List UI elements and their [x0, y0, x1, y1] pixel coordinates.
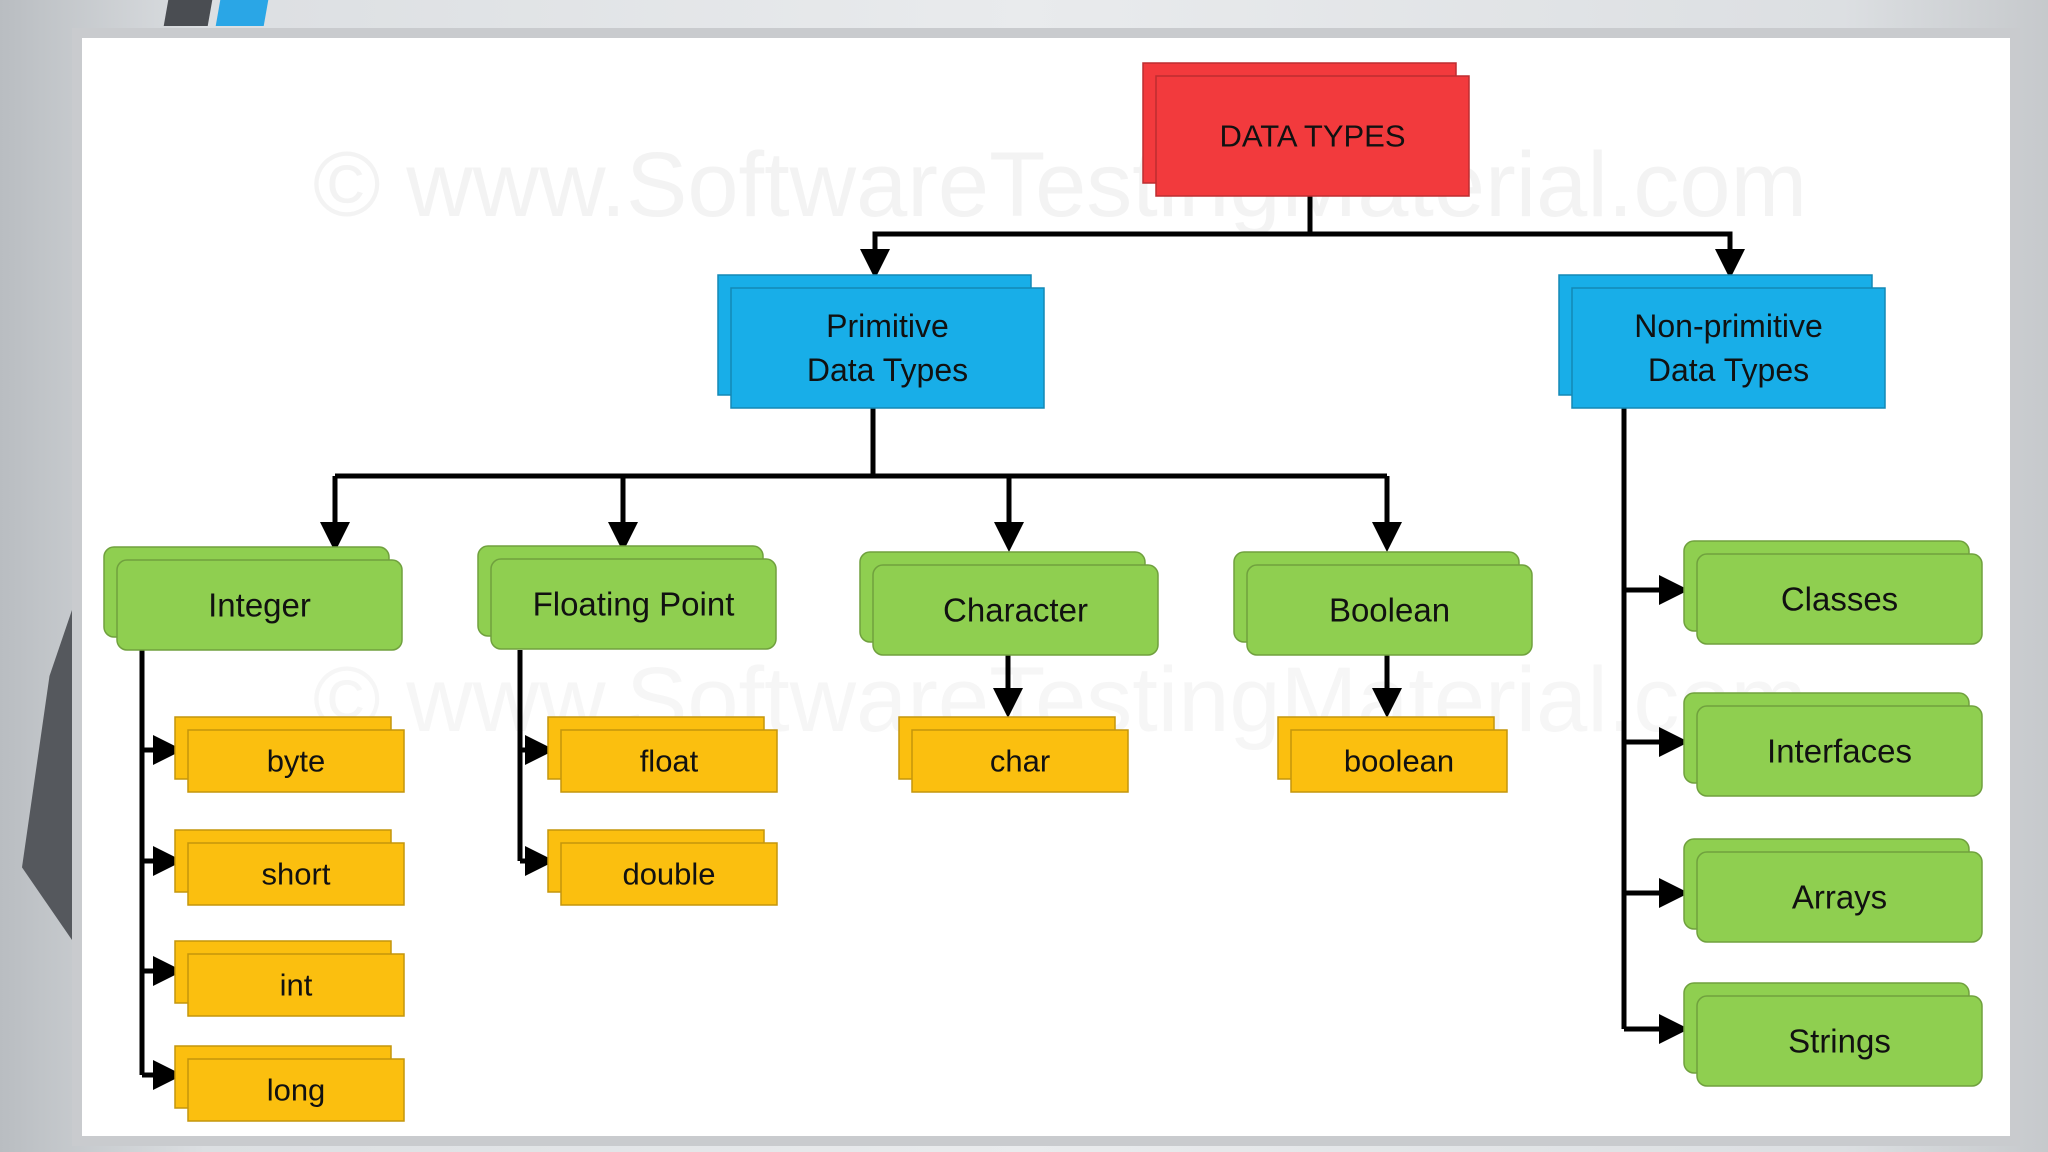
category-character-label: Character [943, 592, 1088, 629]
primitive-node-front-layer [730, 287, 1045, 409]
watermark-top: © www.SoftwareTestingMaterial.com [313, 134, 1807, 236]
leaf-int: int [174, 940, 405, 1017]
leaf-int-front-layer [187, 953, 405, 1017]
category-integer-front-layer [116, 559, 403, 651]
connector-root-to-primitive [860, 231, 1310, 280]
non-primitive-node-front-layer [1571, 287, 1886, 409]
leaf-byte: byte [174, 716, 405, 793]
leaf-double-front-layer [560, 842, 778, 906]
non-primitive-classes-label: Classes [1781, 581, 1898, 618]
non-primitive-classes: Classes [1683, 540, 1983, 645]
non-primitive-arrays-label: Arrays [1792, 879, 1887, 916]
non-primitive-interfaces-label: Interfaces [1767, 733, 1912, 770]
category-floating-point-front-layer [490, 558, 777, 650]
non-primitive-classes-front-layer [1696, 553, 1983, 645]
primitive-node-label-line1: Primitive [826, 308, 949, 344]
leaf-boolean-front-layer [1290, 729, 1508, 793]
root-node: DATA TYPES [1142, 62, 1470, 197]
category-integer: Integer [103, 546, 403, 651]
leaf-long: long [174, 1045, 405, 1122]
leaf-double: double [547, 829, 778, 906]
primitive-node-label-line2: Data Types [807, 352, 968, 388]
leaf-byte-label: byte [267, 744, 326, 779]
non-primitive-node-label-line1: Non-primitive [1634, 308, 1822, 344]
leaf-short-front-layer [187, 842, 405, 906]
leaf-long-label: long [267, 1073, 326, 1108]
category-boolean: Boolean [1233, 551, 1533, 656]
non-primitive-interfaces: Interfaces [1683, 692, 1983, 797]
leaf-long-front-layer [187, 1058, 405, 1122]
category-floating-point-label: Floating Point [533, 586, 735, 623]
leaf-short-label: short [262, 857, 331, 892]
leaf-float-label: float [640, 744, 699, 779]
leaf-short: short [174, 829, 405, 906]
non-primitive-node-label-line2: Data Types [1648, 352, 1809, 388]
connector-root-to-non-primitive [1310, 231, 1745, 280]
non-primitive-strings: Strings [1683, 982, 1983, 1087]
leaf-byte-front-layer [187, 729, 405, 793]
non-primitive-arrays: Arrays [1683, 838, 1983, 943]
leaf-char-front-layer [911, 729, 1129, 793]
non-primitive-interfaces-front-layer [1696, 705, 1983, 797]
leaf-double-label: double [622, 857, 715, 892]
leaf-int-label: int [280, 968, 313, 1003]
leaf-boolean-label: boolean [1344, 744, 1454, 779]
leaf-char: char [898, 716, 1129, 793]
leaf-float: float [547, 716, 778, 793]
category-boolean-front-layer [1246, 564, 1533, 656]
non-primitive-arrays-front-layer [1696, 851, 1983, 943]
connector-lines [139, 195, 1745, 1090]
non-primitive-strings-label: Strings [1788, 1023, 1891, 1060]
root-node-label: DATA TYPES [1219, 119, 1405, 154]
category-floating-point: Floating Point [477, 545, 777, 650]
category-character-front-layer [872, 564, 1159, 656]
category-integer-label: Integer [208, 587, 311, 624]
leaf-char-label: char [990, 744, 1050, 779]
root-node-front-layer [1155, 75, 1470, 197]
category-boolean-label: Boolean [1329, 592, 1450, 629]
category-character: Character [859, 551, 1159, 656]
leaf-boolean: boolean [1277, 716, 1508, 793]
non-primitive-strings-front-layer [1696, 995, 1983, 1087]
leaf-float-front-layer [560, 729, 778, 793]
